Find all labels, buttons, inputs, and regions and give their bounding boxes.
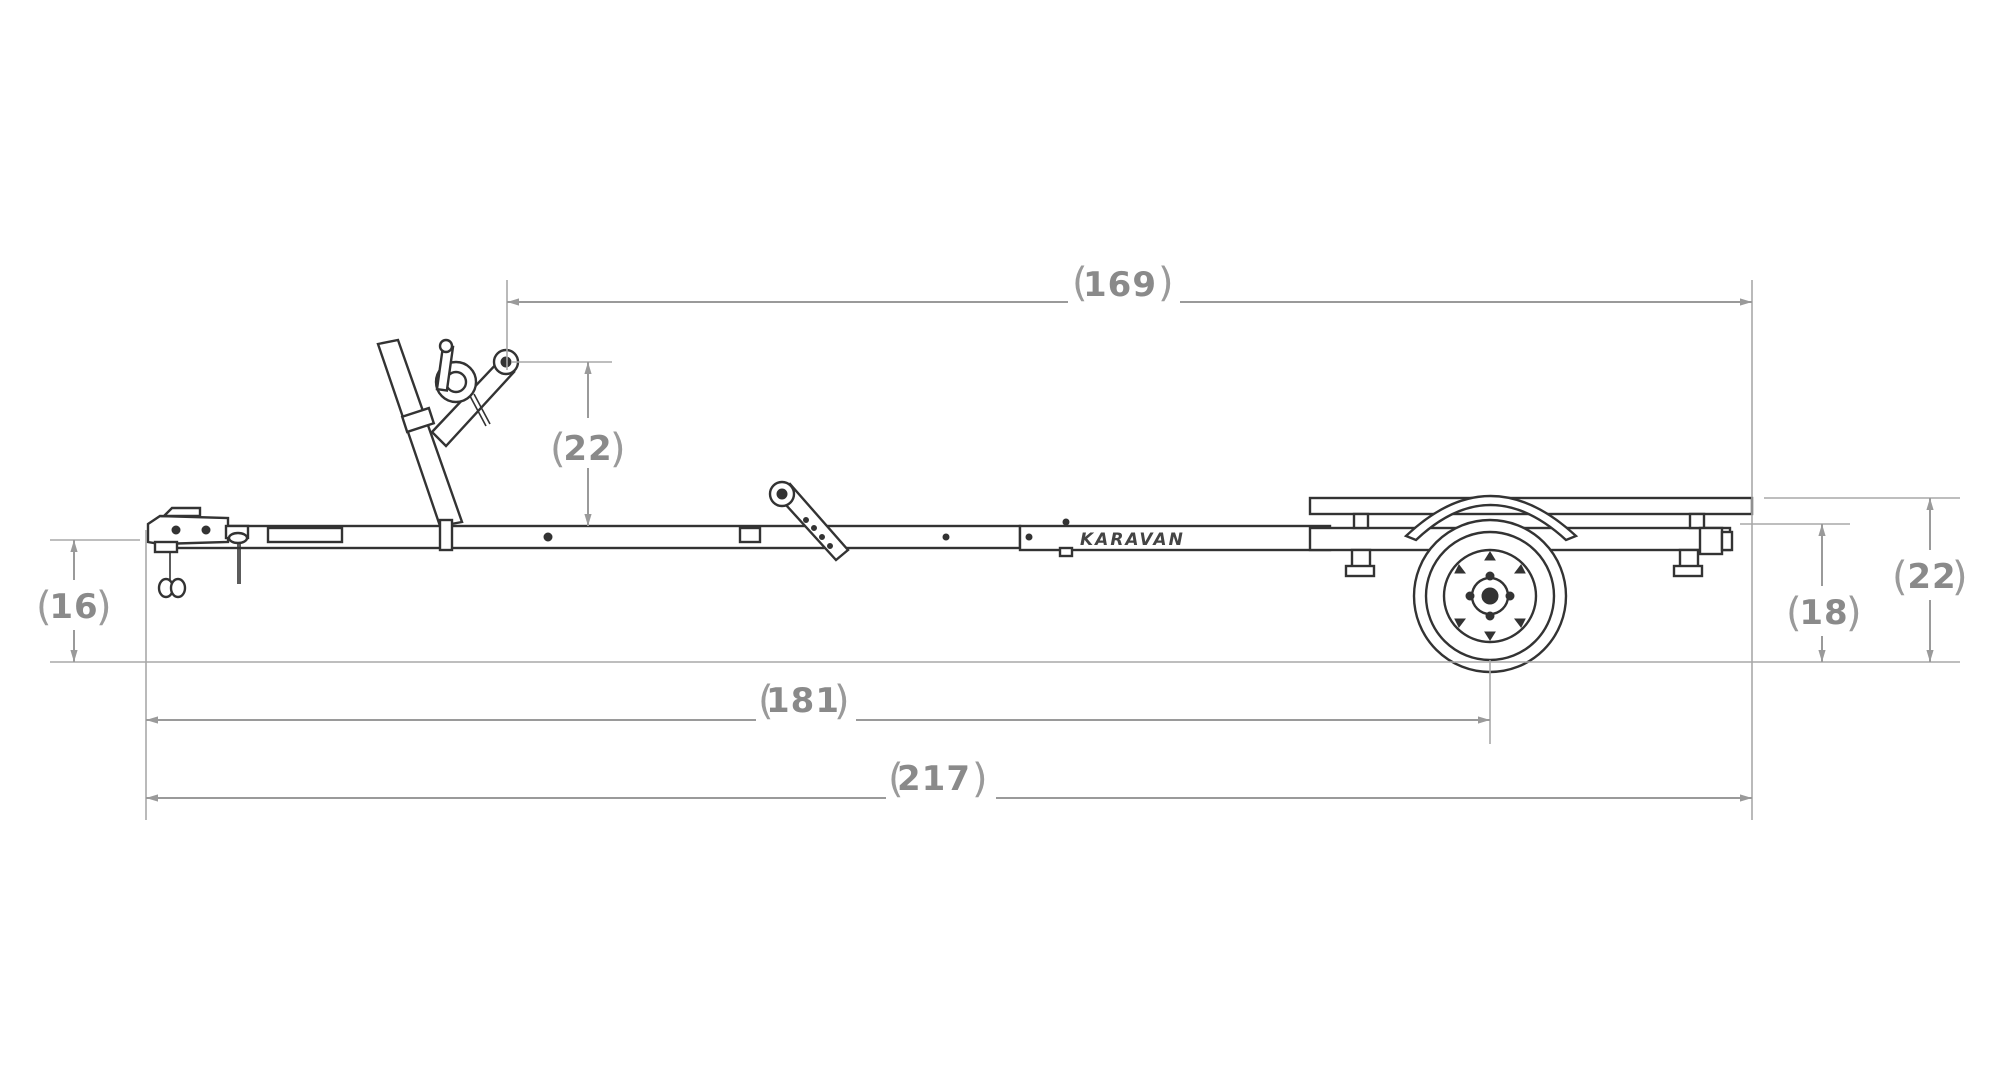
svg-text:): ) <box>1846 590 1862 636</box>
svg-text:): ) <box>972 756 988 802</box>
svg-text:): ) <box>96 584 112 630</box>
svg-text:): ) <box>834 678 850 724</box>
fender <box>1403 494 1579 542</box>
svg-text:(: ( <box>758 678 774 724</box>
safety-chains <box>157 552 187 599</box>
dim-winch-to-rear: 169 <box>1083 265 1157 305</box>
tongue-reflector <box>266 526 344 544</box>
tail-light <box>1698 526 1734 556</box>
winch-stand <box>376 338 520 552</box>
axle-bracket-front <box>1344 548 1376 578</box>
svg-text:(: ( <box>1072 260 1088 306</box>
dim-overall-height-rear: 22 <box>1907 557 1956 597</box>
dimensions: ( ) 169 ( ) 22 ( ) 16 ( ) 18 ( ) 22 <box>36 258 1972 820</box>
tongue-bolt <box>1025 533 1033 541</box>
svg-text:(: ( <box>550 426 566 472</box>
dim-winch-post-height: 22 <box>563 429 612 469</box>
brand-label: KARAVAN <box>1080 530 1185 550</box>
svg-text:): ) <box>1158 260 1174 306</box>
svg-text:): ) <box>610 426 626 472</box>
dim-bunk-height-rear: 18 <box>1799 593 1848 633</box>
svg-text:(: ( <box>888 756 904 802</box>
svg-text:(: ( <box>1892 554 1908 600</box>
tongue-bolt <box>942 533 950 541</box>
tongue-label-plate <box>738 526 762 544</box>
wheel <box>1412 518 1568 674</box>
hitch-pin <box>227 531 249 584</box>
dim-overall-length: 217 <box>897 759 971 799</box>
tongue-bolt <box>543 532 553 542</box>
axle-bracket-rear <box>1672 548 1704 578</box>
svg-text:(: ( <box>36 584 52 630</box>
keel-roller-arm <box>768 480 850 562</box>
svg-text:(: ( <box>1786 590 1802 636</box>
dim-tongue-height: 16 <box>49 587 98 627</box>
svg-text:): ) <box>1952 554 1968 600</box>
trailer: KARAVAN <box>146 338 1754 674</box>
dim-hitch-to-axle: 181 <box>766 681 840 721</box>
